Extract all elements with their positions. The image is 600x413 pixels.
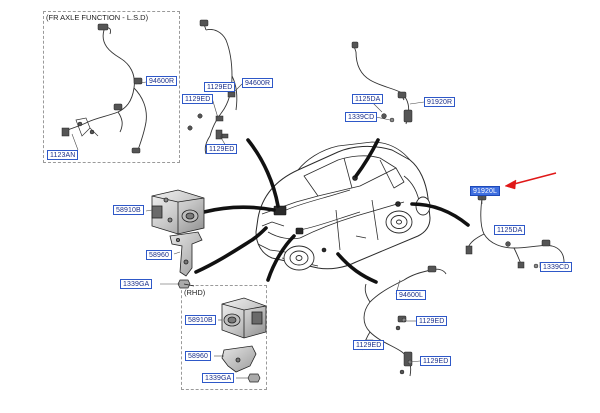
part-label-94600r-top[interactable]: 94600R: [242, 78, 274, 88]
part-label-1125da-rear-left[interactable]: 1125DA: [494, 225, 526, 235]
rhd-group-title: (RHD): [184, 288, 206, 297]
part-label-58960[interactable]: 58960: [146, 250, 172, 260]
vehicle-outline: [255, 141, 431, 270]
part-label-1339cd-rear-left[interactable]: 1339CD: [540, 262, 573, 272]
small-bolts: [389, 117, 539, 365]
label-leaders: [71, 81, 541, 379]
hecu-module-rhd: [221, 297, 267, 339]
part-label-1129ed-front-left-c[interactable]: 1129ED: [420, 356, 452, 366]
part-label-58960-rhd[interactable]: 58960: [185, 351, 211, 361]
hecu-module: [151, 189, 205, 235]
part-label-1129ed-front-left-b[interactable]: 1129ED: [353, 340, 385, 350]
hecu-bracket-rhd: [221, 345, 257, 373]
fr-axle-group-box: [43, 11, 180, 163]
vehicle-wheels: [283, 196, 431, 271]
part-label-1129ed-low[interactable]: 1129ED: [206, 144, 238, 154]
part-label-91920r[interactable]: 91920R: [424, 97, 456, 107]
part-label-58910b[interactable]: 58910B: [113, 205, 144, 215]
hecu-bracket: [169, 231, 203, 277]
leader-curves: [194, 138, 470, 284]
part-label-1129ed-front-left-a[interactable]: 1129ED: [416, 316, 448, 326]
bolt-1339ga-rhd: [247, 373, 261, 383]
callout-arrow: [504, 172, 557, 190]
part-label-58910b-rhd[interactable]: 58910B: [185, 315, 216, 325]
part-label-91920l-highlighted[interactable]: 91920L: [470, 186, 500, 196]
part-label-1123an[interactable]: 1123AN: [47, 150, 79, 160]
part-label-1125da-rear-right[interactable]: 1125DA: [352, 94, 384, 104]
part-label-1339ga[interactable]: 1339GA: [120, 279, 153, 289]
part-label-1129ed-mid[interactable]: 1129ED: [182, 94, 214, 104]
fr-axle-group-title: (FR AXLE FUNCTION - L.S.D): [46, 13, 149, 22]
vehicle-sensors: [273, 175, 401, 253]
part-label-1129ed-top[interactable]: 1129ED: [204, 82, 236, 92]
part-label-94600l[interactable]: 94600L: [396, 290, 426, 300]
part-label-1339cd-rear-right[interactable]: 1339CD: [345, 112, 378, 122]
part-label-94600r-box[interactable]: 94600R: [146, 76, 178, 86]
fr-axle-sensor-harness: [67, 27, 147, 151]
bolt-1339ga: [177, 279, 195, 289]
rhd-group-box: [181, 285, 267, 390]
part-label-1339ga-rhd[interactable]: 1339GA: [202, 373, 235, 383]
